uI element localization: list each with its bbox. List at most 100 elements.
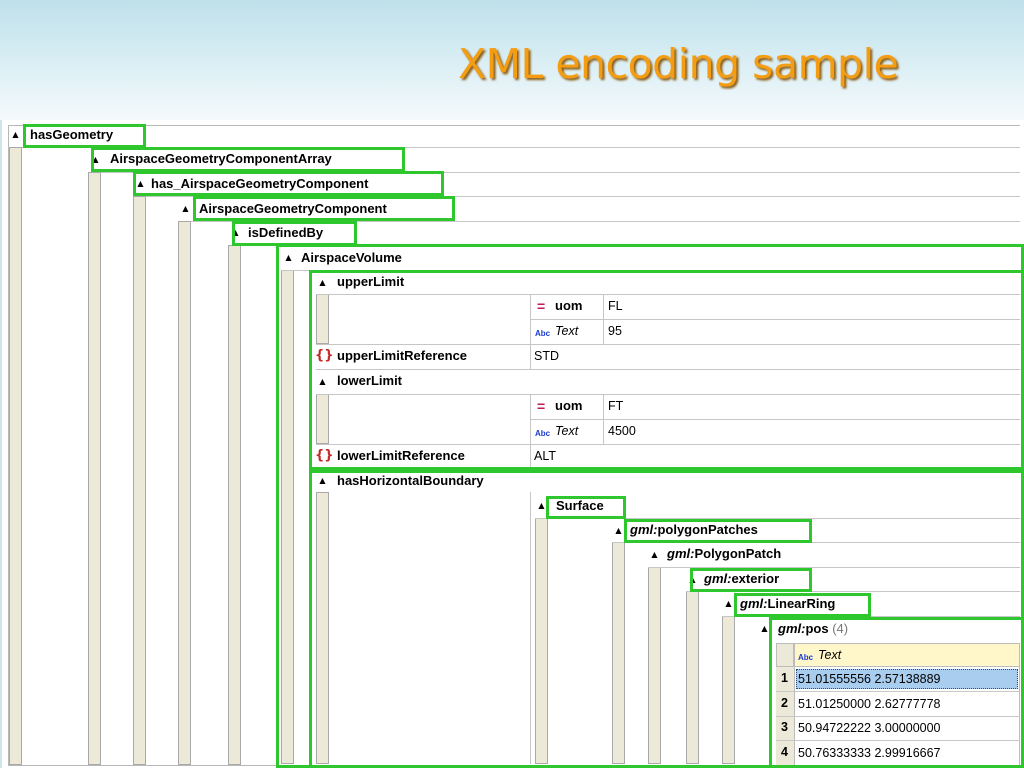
node-component[interactable]: AirspaceGeometryComponent [199, 201, 387, 216]
triangle-up-icon[interactable]: ▲ [137, 179, 144, 188]
node-label: PolygonPatch [694, 546, 782, 561]
collapse-bar[interactable] [612, 542, 625, 764]
node-surface[interactable]: Surface [556, 498, 604, 513]
divider [316, 294, 1020, 295]
collapse-bar[interactable] [316, 294, 329, 344]
text-label: Text [555, 424, 579, 438]
collapse-bar[interactable] [316, 492, 329, 764]
collapse-bar[interactable] [281, 270, 294, 764]
collapse-bar[interactable] [228, 245, 241, 765]
divider [530, 444, 531, 469]
node-polygonPatches[interactable]: gml:polygonPatches [630, 522, 758, 538]
pos-value[interactable]: 51.01555556 2.57138889 [798, 672, 941, 686]
collapse-bar[interactable] [9, 147, 22, 765]
triangle-up-icon[interactable]: ▲ [232, 228, 239, 237]
collapse-bar[interactable] [316, 394, 329, 444]
triangle-up-icon[interactable]: ▲ [319, 476, 326, 485]
collapse-bar[interactable] [178, 221, 191, 765]
triangle-up-icon[interactable]: ▲ [538, 501, 545, 510]
triangle-up-icon[interactable]: ▲ [689, 575, 696, 584]
text-value[interactable]: 4500 [608, 424, 636, 438]
collapse-bar[interactable] [722, 616, 735, 764]
triangle-up-icon[interactable]: ▲ [285, 253, 292, 262]
node-linearRing[interactable]: gml:LinearRing [740, 596, 835, 612]
node-label: exterior [731, 571, 780, 586]
divider [281, 270, 1020, 271]
triangle-up-icon[interactable]: ▲ [651, 550, 658, 559]
gml-prefix: gml: [740, 596, 768, 611]
upperLimitReference-value[interactable]: STD [534, 349, 559, 363]
pos-count: (4) [832, 621, 849, 636]
pos-value[interactable]: 50.76333333 2.99916667 [798, 746, 941, 760]
collapse-bar[interactable] [535, 518, 548, 764]
node-lowerLimitReference[interactable]: lowerLimitReference [337, 448, 465, 463]
equals-icon: = [537, 398, 546, 414]
node-componentArray[interactable]: AirspaceGeometryComponentArray [110, 151, 332, 166]
pos-value[interactable]: 50.94722222 3.00000000 [798, 721, 941, 735]
triangle-up-icon[interactable]: ▲ [182, 204, 189, 213]
collapse-bar[interactable] [133, 196, 146, 765]
pos-row-selected[interactable] [796, 669, 1018, 689]
triangle-up-icon[interactable]: ▲ [761, 624, 768, 633]
divider [133, 196, 1020, 197]
abc-icon: Abc [535, 329, 551, 338]
divider [530, 419, 1020, 420]
node-hasComponent[interactable]: has_AirspaceGeometryComponent [151, 176, 369, 191]
attr-uom-value[interactable]: FT [608, 399, 624, 413]
triangle-up-icon[interactable]: ▲ [725, 599, 732, 608]
equals-icon: = [537, 298, 546, 314]
divider [530, 492, 531, 764]
divider [612, 542, 1020, 543]
node-isDefinedBy[interactable]: isDefinedBy [248, 225, 324, 240]
divider [316, 469, 1020, 470]
node-hasHorizontalBoundary[interactable]: hasHorizontalBoundary [337, 473, 484, 488]
triangle-up-icon[interactable]: ▲ [12, 130, 19, 139]
triangle-up-icon[interactable]: ▲ [615, 526, 622, 535]
node-lowerLimit[interactable]: lowerLimit [337, 373, 403, 388]
gml-prefix: gml: [667, 546, 695, 561]
attr-uom-label: uom [555, 398, 583, 413]
collapse-bar[interactable] [88, 172, 101, 765]
divider [603, 294, 604, 344]
collapse-bar[interactable] [686, 591, 699, 764]
slide-header [0, 0, 1024, 120]
divider [776, 740, 1020, 741]
node-upperLimit[interactable]: upperLimit [337, 274, 405, 289]
node-polygonPatch[interactable]: gml:PolygonPatch [667, 546, 781, 562]
gml-prefix: gml: [778, 621, 806, 636]
collapse-bar[interactable] [648, 567, 661, 764]
divider [228, 245, 1020, 246]
divider [316, 344, 1020, 345]
divider [530, 394, 531, 444]
slide-title: XML encoding sample [458, 40, 899, 88]
abc-icon: Abc [798, 653, 814, 662]
node-exterior[interactable]: gml:exterior [704, 571, 779, 587]
triangle-up-icon[interactable]: ▲ [92, 155, 99, 164]
row-number: 1 [781, 671, 788, 685]
divider [88, 172, 1020, 173]
divider [530, 344, 531, 369]
divider [535, 518, 1020, 519]
pos-table: Abc Text 1 51.01555556 2.57138889 2 51.0… [776, 643, 1020, 766]
lowerLimitReference-value[interactable]: ALT [534, 449, 556, 463]
triangle-up-icon[interactable]: ▲ [319, 377, 326, 386]
divider [530, 294, 531, 344]
node-hasGeometry[interactable]: hasGeometry [30, 127, 114, 142]
divider [316, 394, 1020, 395]
gml-prefix: gml: [704, 571, 732, 586]
node-upperLimitReference[interactable]: upperLimitReference [337, 348, 468, 363]
triangle-up-icon[interactable]: ▲ [319, 278, 326, 287]
divider [8, 147, 1020, 148]
node-airspaceVolume[interactable]: AirspaceVolume [301, 250, 402, 265]
pos-value[interactable]: 51.01250000 2.62777778 [798, 697, 941, 711]
text-value[interactable]: 95 [608, 324, 622, 338]
braces-icon: {} [315, 448, 334, 463]
node-pos[interactable]: gml:pos (4) [778, 621, 848, 637]
attr-uom-value[interactable]: FL [608, 299, 623, 313]
divider [776, 691, 1020, 692]
divider [776, 716, 1020, 717]
divider [722, 616, 1020, 617]
divider [178, 221, 1020, 222]
attr-uom-label: uom [555, 298, 583, 313]
